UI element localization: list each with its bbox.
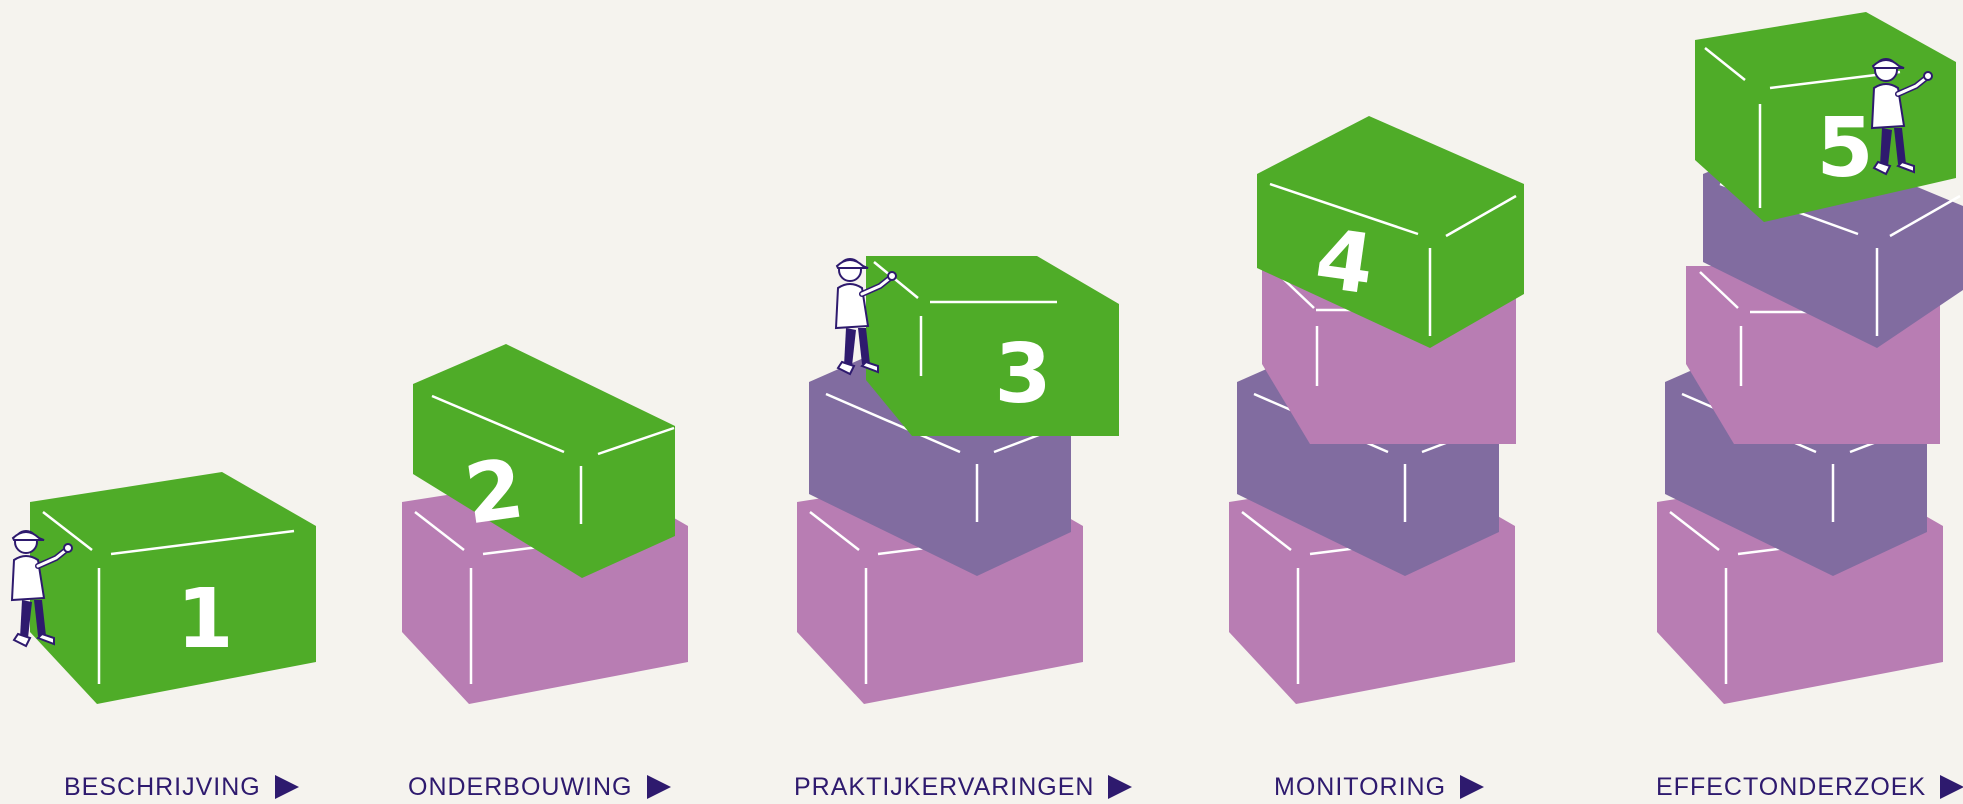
step-label-text: EFFECTONDERZOEK [1656,772,1927,801]
arrow-right-icon [1460,775,1485,799]
box-number-5: 5 [1816,101,1873,196]
green-box-4: 4 [1257,116,1524,348]
step-3-stack: 3 [797,256,1119,704]
box-number-1: 1 [176,572,233,667]
step-2-stack: 2 [402,344,688,704]
step-label-3[interactable]: PRAKTIJKERVARINGEN [794,770,1133,804]
step-label-text: ONDERBOUWING [408,772,633,801]
box-number-2: 2 [459,441,529,543]
box-number-3: 3 [994,327,1051,422]
arrow-right-icon [1940,775,1963,799]
step-label-text: MONITORING [1274,772,1447,801]
green-box-2: 2 [413,344,675,578]
green-box-3: 3 [866,256,1119,436]
step-1-stack: 1 [12,472,316,704]
step-label-1[interactable]: BESCHRIJVING [64,770,299,804]
step-label-text: PRAKTIJKERVARINGEN [794,772,1095,801]
step-label-text: BESCHRIJVING [64,772,261,801]
step-5-stack: 5 [1657,12,1963,704]
box-number-4: 4 [1310,211,1380,313]
arrow-right-icon [646,775,671,799]
green-box-1: 1 [30,472,316,704]
step-label-2[interactable]: ONDERBOUWING [408,770,671,804]
arrow-right-icon [274,775,299,799]
step-label-4[interactable]: MONITORING [1274,770,1485,804]
arrow-right-icon [1108,775,1133,799]
step-label-5[interactable]: EFFECTONDERZOEK [1656,770,1963,804]
step-4-stack: 4 [1229,116,1524,704]
